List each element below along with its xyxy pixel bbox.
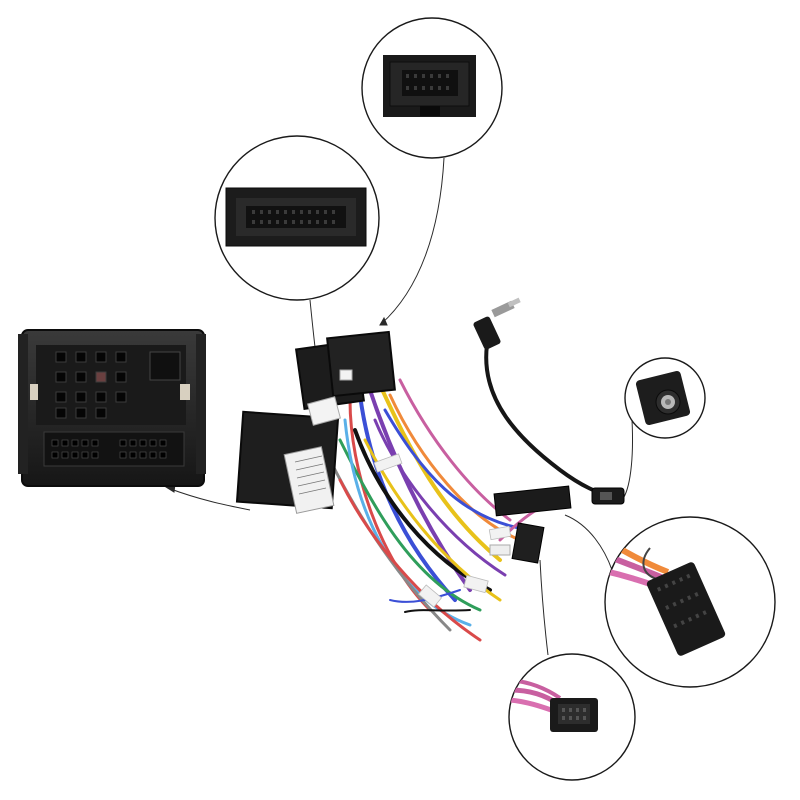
rca-plug-icon (473, 297, 521, 350)
main-plug-lower-pins (51, 439, 167, 459)
leader-line-side-connector (564, 514, 613, 571)
fakra-connector-icon (591, 487, 625, 505)
tail-connectors (489, 485, 572, 564)
main-plug-pin-grid (55, 351, 127, 419)
top-stacked-connectors (294, 330, 396, 426)
callout-circle-side-connector (604, 516, 776, 688)
leader-line-top-connector (379, 157, 445, 326)
mid-connector-block (235, 410, 340, 514)
main-quadlock-plug (18, 329, 206, 487)
leader-line-fakra (621, 419, 633, 501)
leader-line-main-plug (167, 487, 251, 511)
callout-circle-fakra (624, 357, 706, 439)
antenna-cable (473, 297, 625, 505)
fakra-antenna-icon (635, 370, 691, 426)
callout-circle-small-connector (508, 653, 636, 781)
cable-tags (373, 453, 512, 608)
leader-line-small-connector (539, 559, 549, 656)
callout-circle-wide-connector (214, 135, 380, 301)
callout-circle-top-connector (361, 17, 503, 159)
